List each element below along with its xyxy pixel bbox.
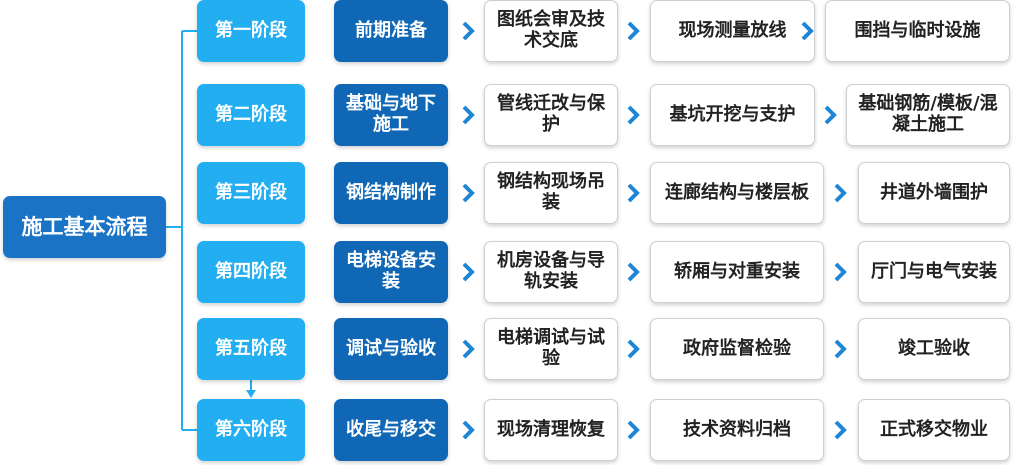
chevron-right-icon — [822, 103, 838, 127]
stage-5: 第五阶段 — [197, 318, 305, 380]
phase-4: 电梯设备安装 — [334, 241, 448, 303]
task-4-2: 轿厢与对重安装 — [650, 241, 824, 303]
task-2-2: 基坑开挖与支护 — [650, 84, 815, 146]
phase-3-label: 钢结构制作 — [346, 181, 436, 203]
chevron-right-icon — [832, 337, 848, 361]
task-6-3-label: 正式移交物业 — [880, 418, 988, 440]
task-5-3-label: 竣工验收 — [898, 337, 970, 359]
task-3-3: 井道外墙围护 — [858, 162, 1010, 224]
task-3-1-label: 钢结构现场吊装 — [497, 171, 605, 213]
task-1-3-label: 围挡与临时设施 — [854, 19, 981, 41]
task-6-1-label: 现场清理恢复 — [497, 418, 605, 440]
task-2-2-label: 基坑开挖与支护 — [669, 103, 796, 125]
stage-6-label: 第六阶段 — [215, 418, 287, 440]
chevron-right-icon — [460, 337, 476, 361]
phase-2-label: 基础与地下施工 — [346, 93, 436, 135]
chevron-right-icon — [832, 418, 848, 442]
task-2-1-label: 管线迁改与保护 — [497, 93, 605, 135]
chevron-right-icon — [625, 337, 641, 361]
chevron-right-icon — [832, 181, 848, 205]
task-5-2-label: 政府监督检验 — [683, 337, 791, 359]
chevron-right-icon — [625, 103, 641, 127]
chevron-right-icon — [460, 181, 476, 205]
task-5-3: 竣工验收 — [858, 318, 1010, 380]
task-4-2-label: 轿厢与对重安装 — [674, 260, 800, 282]
task-4-3: 厅门与电气安装 — [858, 241, 1010, 303]
task-1-1-label: 图纸会审及技术交底 — [497, 9, 605, 51]
chevron-right-icon — [460, 103, 476, 127]
task-6-3: 正式移交物业 — [858, 399, 1010, 461]
task-3-3-label: 井道外墙围护 — [880, 181, 988, 203]
stage-1-label: 第一阶段 — [215, 19, 287, 41]
phase-5: 调试与验收 — [334, 318, 448, 380]
stage-3-label: 第三阶段 — [215, 181, 287, 203]
phase-3: 钢结构制作 — [334, 162, 448, 224]
stage-5-label: 第五阶段 — [215, 337, 287, 359]
task-6-2: 技术资料归档 — [650, 399, 824, 461]
stage-2: 第二阶段 — [197, 84, 305, 146]
chevron-right-icon — [832, 260, 848, 284]
stage-3: 第三阶段 — [197, 162, 305, 224]
task-1-2-label: 现场测量放线 — [678, 19, 787, 41]
task-3-1: 钢结构现场吊装 — [484, 162, 618, 224]
task-5-1-label: 电梯调试与试验 — [497, 327, 605, 369]
task-6-1: 现场清理恢复 — [484, 399, 618, 461]
chevron-right-icon — [625, 181, 641, 205]
stage-1: 第一阶段 — [197, 0, 305, 62]
phase-4-label: 电梯设备安装 — [346, 250, 436, 292]
task-2-3: 基础钢筋/模板/混凝土施工 — [846, 84, 1010, 146]
task-5-1: 电梯调试与试验 — [484, 318, 618, 380]
stage-6: 第六阶段 — [197, 399, 305, 461]
task-4-1-label: 机房设备与导轨安装 — [497, 250, 605, 292]
task-3-2-label: 连廊结构与楼层板 — [665, 181, 809, 203]
chevron-right-icon — [625, 418, 641, 442]
task-1-1: 图纸会审及技术交底 — [484, 0, 618, 62]
root-label: 施工基本流程 — [21, 214, 148, 239]
phase-1: 前期准备 — [334, 0, 448, 62]
chevron-right-icon — [625, 260, 641, 284]
task-5-2: 政府监督检验 — [650, 318, 824, 380]
chevron-right-icon — [460, 418, 476, 442]
phase-1-label: 前期准备 — [355, 19, 427, 41]
chevron-right-icon — [625, 19, 641, 43]
task-3-2: 连廊结构与楼层板 — [650, 162, 824, 224]
stage-4: 第四阶段 — [197, 241, 305, 303]
task-6-2-label: 技术资料归档 — [683, 418, 791, 440]
chevron-right-icon — [460, 260, 476, 284]
task-2-1: 管线迁改与保护 — [484, 84, 618, 146]
phase-2: 基础与地下施工 — [334, 84, 448, 146]
task-4-1: 机房设备与导轨安装 — [484, 241, 618, 303]
stage-4-label: 第四阶段 — [215, 260, 287, 282]
task-1-2: 现场测量放线 — [650, 0, 815, 62]
task-1-3: 围挡与临时设施 — [825, 0, 1010, 62]
chevron-right-icon — [799, 19, 815, 43]
chevron-right-icon — [460, 19, 476, 43]
task-2-3-label: 基础钢筋/模板/混凝土施工 — [858, 93, 998, 135]
task-4-3-label: 厅门与电气安装 — [871, 260, 997, 282]
phase-6: 收尾与移交 — [334, 399, 448, 461]
phase-6-label: 收尾与移交 — [346, 418, 436, 440]
root-node: 施工基本流程 — [3, 196, 166, 258]
phase-5-label: 调试与验收 — [346, 337, 436, 359]
stage-2-label: 第二阶段 — [215, 103, 287, 125]
